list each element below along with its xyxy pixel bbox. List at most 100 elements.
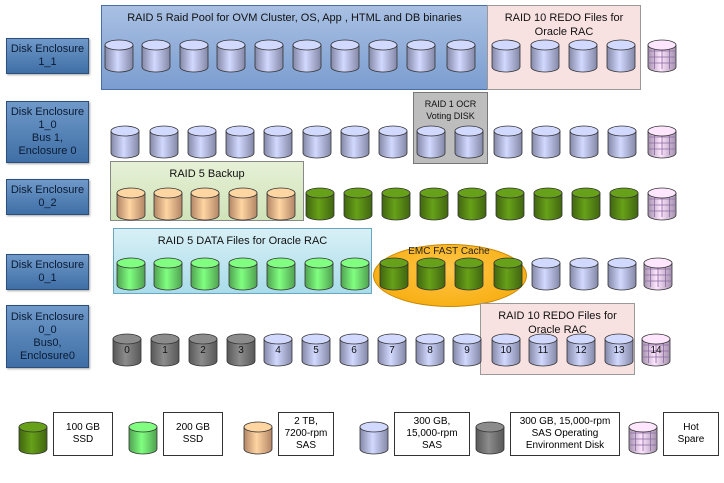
legend-label-ssd200: 200 GB SSD [163, 412, 223, 456]
disk-ssd100 [495, 187, 525, 221]
slot-number: 7 [389, 345, 395, 356]
disk-sas300 [378, 125, 408, 159]
disk-ssd100 [493, 257, 523, 291]
disk-sas300 [607, 125, 637, 159]
legend-label-vault: 300 GB, 15,000-rpm SAS Operating Environ… [510, 412, 620, 456]
disk-sas2tb [153, 187, 183, 221]
disk-ssd200 [116, 257, 146, 291]
disk-sas300 [607, 257, 637, 291]
disk-sas300 [225, 125, 255, 159]
enclosure-label-0-2: Disk Enclosure 0_2 [6, 179, 89, 215]
disk-sas300 [368, 39, 398, 73]
disk-sas300 [340, 125, 370, 159]
disk-hotspare [647, 39, 677, 73]
disk-ssd100 [416, 257, 446, 291]
disk-sas300 [491, 39, 521, 73]
disk-sas300 [179, 39, 209, 73]
disk-sas2tb [190, 187, 220, 221]
slot-number: 11 [537, 345, 549, 356]
disk-sas300 [149, 125, 179, 159]
disk-sas300 [254, 39, 284, 73]
disk-sas300: 8 [415, 333, 445, 367]
enclosure-label-1-1: Disk Enclosure 1_1 [6, 38, 89, 74]
disk-sas300 [493, 125, 523, 159]
disk-vault: 0 [112, 333, 142, 367]
disk-sas300 [569, 125, 599, 159]
disk-ssd100 [609, 187, 639, 221]
disk-ssd200 [228, 257, 258, 291]
slot-number: 1 [162, 345, 168, 356]
disk-vault: 3 [226, 333, 256, 367]
disk-sas300: 5 [301, 333, 331, 367]
disk-ssd100 [343, 187, 373, 221]
disk-sas300 [568, 39, 598, 73]
disk-sas300 [292, 39, 322, 73]
disk-sas300 [141, 39, 171, 73]
disk-sas300 [606, 39, 636, 73]
disk-ssd100 [571, 187, 601, 221]
disk-vault: 1 [150, 333, 180, 367]
disk-sas300: 6 [339, 333, 369, 367]
disk-ssd100 [305, 187, 335, 221]
disk-ssd100 [419, 187, 449, 221]
disk-hotspare [643, 257, 673, 291]
emc-fast-cache-label: EMC FAST Cache [408, 246, 490, 257]
disk-ssd200 [190, 257, 220, 291]
disk-ssd200 [304, 257, 334, 291]
legend-disk-ssd100 [18, 421, 48, 455]
disk-sas300 [569, 257, 599, 291]
disk-sas300 [187, 125, 217, 159]
disk-sas300 [263, 125, 293, 159]
disk-ssd100 [454, 257, 484, 291]
disk-ssd100 [457, 187, 487, 221]
slot-number: 6 [351, 345, 357, 356]
disk-ssd200 [266, 257, 296, 291]
disk-sas300 [110, 125, 140, 159]
slot-number: 2 [200, 345, 206, 356]
slot-number: 10 [500, 345, 512, 356]
disk-hotspare [647, 125, 677, 159]
slot-number: 5 [313, 345, 319, 356]
disk-sas300 [104, 39, 134, 73]
disk-sas2tb [266, 187, 296, 221]
disk-sas300 [531, 257, 561, 291]
enclosure-label-0-0: Disk Enclosure 0_0 Bus0, Enclosure0 [6, 305, 89, 368]
disk-sas300: 4 [263, 333, 293, 367]
legend-disk-sas2tb [243, 421, 273, 455]
disk-ssd100 [381, 187, 411, 221]
legend-disk-sas300 [359, 421, 389, 455]
legend-label-hotspare: Hot Spare [663, 412, 719, 456]
slot-number: 3 [238, 345, 244, 356]
disk-sas300: 13 [604, 333, 634, 367]
enclosure-label-0-1: Disk Enclosure 0_1 [6, 254, 89, 290]
legend-disk-ssd200 [128, 421, 158, 455]
legend-label-ssd100: 100 GB SSD [53, 412, 113, 456]
disk-sas300 [416, 125, 446, 159]
disk-sas300 [406, 39, 436, 73]
disk-ssd100 [379, 257, 409, 291]
disk-sas300: 12 [566, 333, 596, 367]
slot-number: 9 [464, 345, 470, 356]
slot-number: 13 [613, 345, 625, 356]
disk-sas300 [446, 39, 476, 73]
disk-sas300 [530, 39, 560, 73]
slot-number: 0 [124, 345, 130, 356]
disk-sas300 [454, 125, 484, 159]
slot-number: 8 [427, 345, 433, 356]
disk-sas300: 10 [491, 333, 521, 367]
disk-sas300: 7 [377, 333, 407, 367]
disk-sas2tb [228, 187, 258, 221]
disk-sas300 [302, 125, 332, 159]
disk-hotspare: 14 [641, 333, 671, 367]
disk-sas300: 9 [452, 333, 482, 367]
disk-ssd200 [153, 257, 183, 291]
disk-vault: 2 [188, 333, 218, 367]
slot-number: 4 [275, 345, 281, 356]
disk-ssd200 [340, 257, 370, 291]
slot-number: 14 [650, 345, 662, 356]
disk-sas300: 11 [528, 333, 558, 367]
disk-sas300 [330, 39, 360, 73]
legend-label-sas300: 300 GB, 15,000-rpm SAS [394, 412, 470, 456]
disk-sas2tb [116, 187, 146, 221]
legend-disk-hotspare [628, 421, 658, 455]
